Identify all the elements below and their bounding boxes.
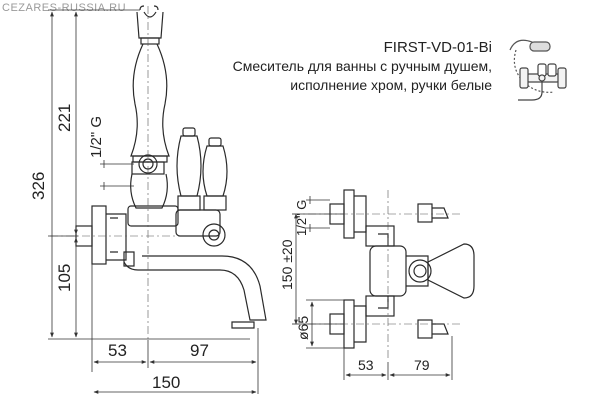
dim-diameter-65-label: ø65	[295, 316, 311, 340]
description-line-2: исполнение хром, ручки белые	[290, 77, 492, 93]
side-view-faucet	[329, 189, 475, 349]
dim-150-width-label: 150	[152, 373, 180, 392]
side-dimension-lines	[292, 196, 453, 380]
product-title-block: FIRST-VD-01-Bi Смеситель для ванны с руч…	[233, 38, 492, 95]
product-thumbnail-image	[509, 39, 567, 101]
front-thread-label: 1/2" G	[88, 116, 105, 158]
site-watermark: CEZARES-RUSSIA.RU	[2, 2, 127, 14]
side-thread-label: 1/2" G	[294, 200, 309, 236]
dim-150-tolerance-label: 150 ±20	[279, 239, 295, 290]
dim-326-label: 326	[29, 172, 48, 200]
dim-221-label: 221	[55, 104, 74, 132]
front-dimension-labels: 326 221 105 1/2" G 53 97 150	[29, 104, 209, 392]
model-number: FIRST-VD-01-Bi	[383, 39, 492, 56]
dim-53-front-label: 53	[108, 341, 127, 360]
dim-79-label: 79	[414, 357, 430, 373]
front-dimension-lines	[48, 9, 259, 394]
side-dimension-labels: 1/2" G 150 ±20 ø65 53 79	[279, 200, 430, 373]
front-view-faucet	[75, 5, 267, 329]
description-line-1: Смеситель для ванны с ручным душем,	[232, 58, 492, 74]
dim-97-label: 97	[190, 341, 209, 360]
dim-105-label: 105	[55, 264, 74, 292]
dim-53-side-label: 53	[358, 357, 374, 373]
